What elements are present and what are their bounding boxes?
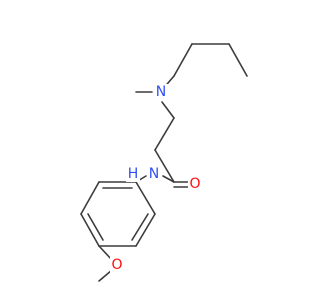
bond-methoxy-o-to-ch3 bbox=[98, 269, 113, 282]
bond-ring-to-methoxy-o bbox=[98, 245, 113, 261]
amine-nitrogen-label: N bbox=[156, 84, 166, 100]
molecule-structure: N N H O O bbox=[80, 43, 248, 282]
ring-bond-5-inner bbox=[131, 213, 149, 241]
ring-bond-3-inner bbox=[87, 213, 104, 241]
bond-ch2-ch2 bbox=[154, 117, 175, 151]
bond-n-to-ch2 bbox=[161, 101, 175, 119]
ring-bond-2 bbox=[80, 181, 100, 215]
bond-butyl-3 bbox=[173, 43, 193, 77]
methoxy-oxygen-label: O bbox=[111, 257, 122, 273]
amide-hydrogen-label: H bbox=[128, 166, 139, 182]
carbonyl-oxygen-label: O bbox=[189, 176, 200, 192]
ring-bond-6 bbox=[135, 181, 156, 215]
ring-bond-5 bbox=[135, 213, 156, 247]
bond-ch2-carbonyl bbox=[154, 149, 175, 183]
bond-butyl-1 bbox=[228, 43, 248, 77]
amide-nitrogen-label: N bbox=[149, 166, 159, 182]
ring-bond-3 bbox=[80, 213, 100, 247]
bond-carbonyl-to-nh bbox=[162, 175, 175, 183]
